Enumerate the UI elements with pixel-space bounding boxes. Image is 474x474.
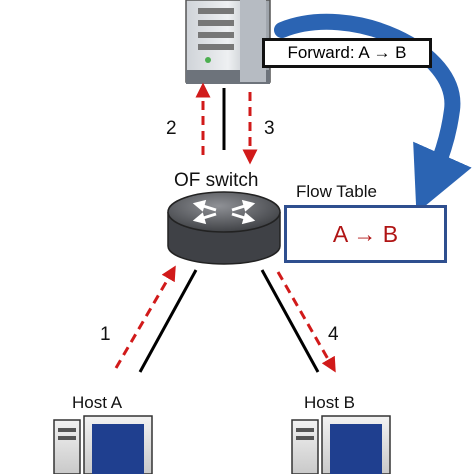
switch-hosta-link bbox=[138, 269, 198, 373]
step-4-label: 4 bbox=[328, 324, 339, 345]
step-3-label: 3 bbox=[264, 118, 275, 139]
host-a-label: Host A bbox=[72, 393, 123, 412]
controller-server-icon bbox=[185, 0, 271, 84]
forward-rule-box: Forward: A → B bbox=[262, 38, 432, 68]
of-switch-label: OF switch bbox=[174, 170, 259, 191]
install-rule-curve-arrow bbox=[274, 13, 472, 214]
step4-arrow bbox=[276, 271, 336, 373]
host-b-computer-icon bbox=[291, 415, 391, 474]
flow-table-entry: A → B bbox=[332, 220, 399, 247]
of-switch-icon bbox=[167, 191, 281, 265]
host-a-computer-icon bbox=[53, 415, 153, 474]
host-b-label: Host B bbox=[304, 393, 356, 412]
step-1-label: 1 bbox=[100, 324, 111, 345]
forward-rule-text: Forward: A → B bbox=[287, 43, 407, 62]
switch-hostb-link bbox=[260, 269, 320, 373]
flow-table-title: Flow Table bbox=[296, 182, 377, 201]
step-2-label: 2 bbox=[166, 118, 177, 139]
step1-arrow bbox=[114, 265, 176, 369]
flow-table-box: A → B bbox=[284, 205, 447, 263]
